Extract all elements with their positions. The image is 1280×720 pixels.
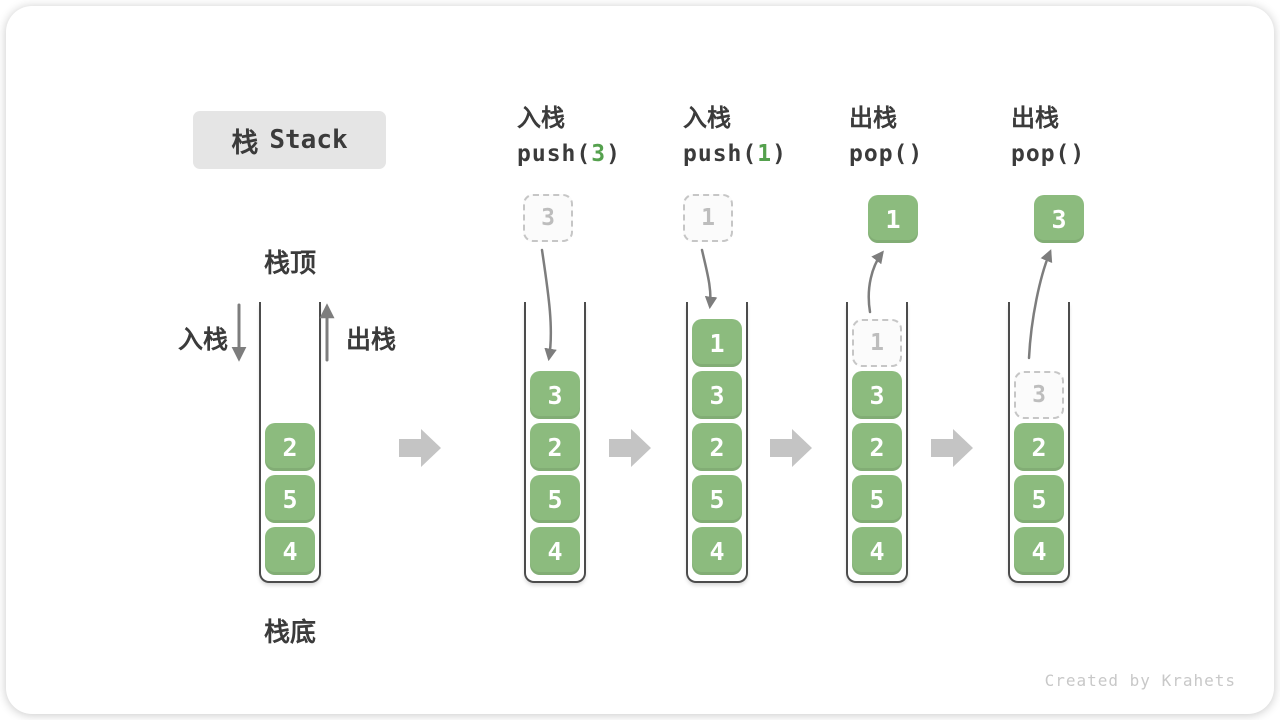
- op-label-pop2: 出栈 pop(): [1011, 104, 1181, 169]
- stack-item: 1: [692, 319, 742, 367]
- stack-item: 4: [692, 527, 742, 575]
- stack-item: 2: [852, 423, 902, 471]
- op-code: pop(): [1011, 141, 1086, 167]
- op-name: 出栈: [1011, 105, 1059, 132]
- stack-container-1: [259, 302, 321, 583]
- ghost-item: 1: [852, 319, 902, 367]
- op-code: pop(): [849, 141, 924, 167]
- stack-bottom-label: 栈底: [263, 617, 316, 647]
- stack-item: 2: [692, 423, 742, 471]
- diagram-card: 栈 Stack 栈顶 栈底 入栈 出栈 入栈 push(3) 入栈 push(1…: [6, 6, 1274, 714]
- stack-item: 5: [852, 475, 902, 523]
- floating-push-item: 1: [683, 194, 733, 242]
- transition-arrow-icon: [609, 429, 651, 467]
- stack-item: 2: [265, 423, 315, 471]
- transition-arrow-icon: [399, 429, 441, 467]
- title-en: Stack: [269, 125, 348, 155]
- watermark: Created by Krahets: [1044, 671, 1236, 690]
- stack-item: 4: [530, 527, 580, 575]
- transition-arrow-icon: [931, 429, 973, 467]
- title-box: 栈 Stack: [193, 111, 386, 169]
- stack-item: 5: [265, 475, 315, 523]
- stack-item: 3: [530, 371, 580, 419]
- op-label-push3: 入栈 push(3): [517, 104, 687, 169]
- op-label-push1: 入栈 push(1): [683, 104, 853, 169]
- title-zh: 栈: [231, 127, 259, 158]
- stack-top-label: 栈顶: [263, 248, 316, 278]
- stack-item: 4: [852, 527, 902, 575]
- op-code: push(3): [517, 141, 621, 167]
- pop-side-label: 出栈: [346, 326, 397, 354]
- op-name: 入栈: [517, 105, 565, 132]
- stack-item: 5: [692, 475, 742, 523]
- popped-item: 3: [1034, 195, 1084, 243]
- stack-item: 2: [1014, 423, 1064, 471]
- stack-item: 3: [852, 371, 902, 419]
- stack-item: 4: [265, 527, 315, 575]
- op-code: push(1): [683, 141, 787, 167]
- popped-item: 1: [868, 195, 918, 243]
- stack-item: 3: [692, 371, 742, 419]
- op-name: 出栈: [849, 105, 897, 132]
- stack-container-2: [524, 302, 586, 583]
- push-side-label: 入栈: [177, 326, 228, 354]
- stack-item: 2: [530, 423, 580, 471]
- stack-container-4: [846, 302, 908, 583]
- stack-item: 5: [1014, 475, 1064, 523]
- floating-push-item: 3: [523, 194, 573, 242]
- push-curve-arrow-icon: [700, 248, 718, 310]
- stack-container-3: [686, 302, 748, 583]
- stack-item: 4: [1014, 527, 1064, 575]
- stack-item: 5: [530, 475, 580, 523]
- op-name: 入栈: [683, 105, 731, 132]
- transition-arrow-icon: [770, 429, 812, 467]
- ghost-item: 3: [1014, 371, 1064, 419]
- stack-container-5: [1008, 302, 1070, 583]
- op-label-pop1: 出栈 pop(): [849, 104, 1019, 169]
